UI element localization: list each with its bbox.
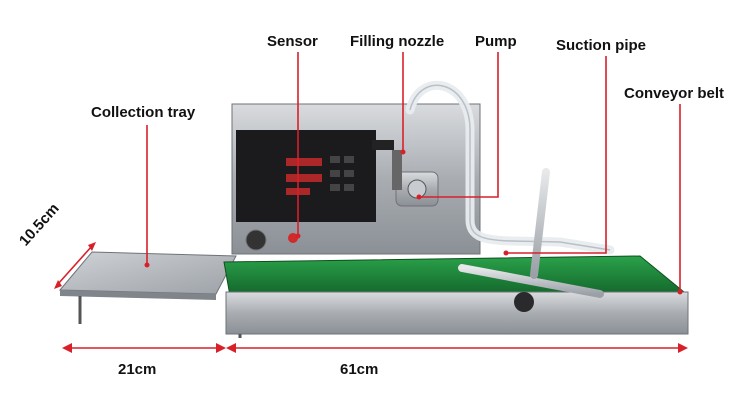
collection-tray-label: Collection tray (91, 104, 196, 121)
collection-tray (58, 251, 237, 324)
callout-lines (144, 52, 683, 295)
suction-pipe-callout-line (506, 56, 607, 254)
pump-label: Pump (475, 33, 517, 50)
machine-housing (231, 103, 481, 255)
filling-nozzle-label: Filling nozzle (350, 33, 445, 50)
guide-rail (458, 168, 604, 312)
pump (395, 171, 439, 207)
sensor-label: Sensor (267, 33, 318, 50)
tray-length-label: 21cm (118, 361, 157, 378)
conveyor (223, 255, 689, 338)
conveyor-belt-label: Conveyor belt (624, 85, 725, 102)
sensor-light (288, 233, 298, 243)
filling-nozzle (372, 140, 402, 190)
conveyor-length-label: 61cm (340, 361, 379, 378)
dimension-arrows (54, 242, 688, 353)
suction-pipe-label: Suction pipe (556, 37, 646, 54)
pump-callout-line (419, 52, 499, 198)
